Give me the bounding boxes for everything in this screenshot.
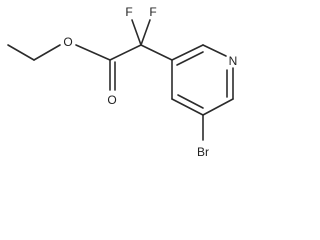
bond-cf2-ring: [140, 44, 173, 61]
bond-carbonyl-cf2: [109, 44, 142, 61]
bond-ethyl-ch2-o: [33, 44, 61, 61]
atom-label-fluorine-left: F: [125, 5, 132, 19]
bond-ring-c2-n: [202, 44, 227, 57]
bond-ring-c5-c4-inner: [177, 94, 204, 109]
bond-o-carbonyl-c: [75, 44, 111, 61]
atom-label-nitrogen: N: [229, 54, 238, 68]
bond-ring-c3-c2-inner: [176, 51, 204, 66]
chemical-structure-diagram: O O F F N Br: [7, 5, 238, 159]
bond-ring-c3-c2: [171, 44, 204, 61]
atom-label-fluorine-right: F: [149, 5, 156, 19]
bond-ring-c5-c4: [171, 98, 204, 116]
bond-ethyl-ch3-ch2: [7, 44, 35, 61]
atom-label-bromine: Br: [197, 145, 209, 159]
bond-cf2-f-left: [131, 19, 142, 46]
bond-ring-c6-c5: [202, 98, 234, 116]
atom-label-oxygen-carbonyl: O: [107, 93, 116, 107]
atom-label-oxygen-ester: O: [63, 35, 72, 49]
bond-cf2-f-right: [140, 19, 151, 46]
